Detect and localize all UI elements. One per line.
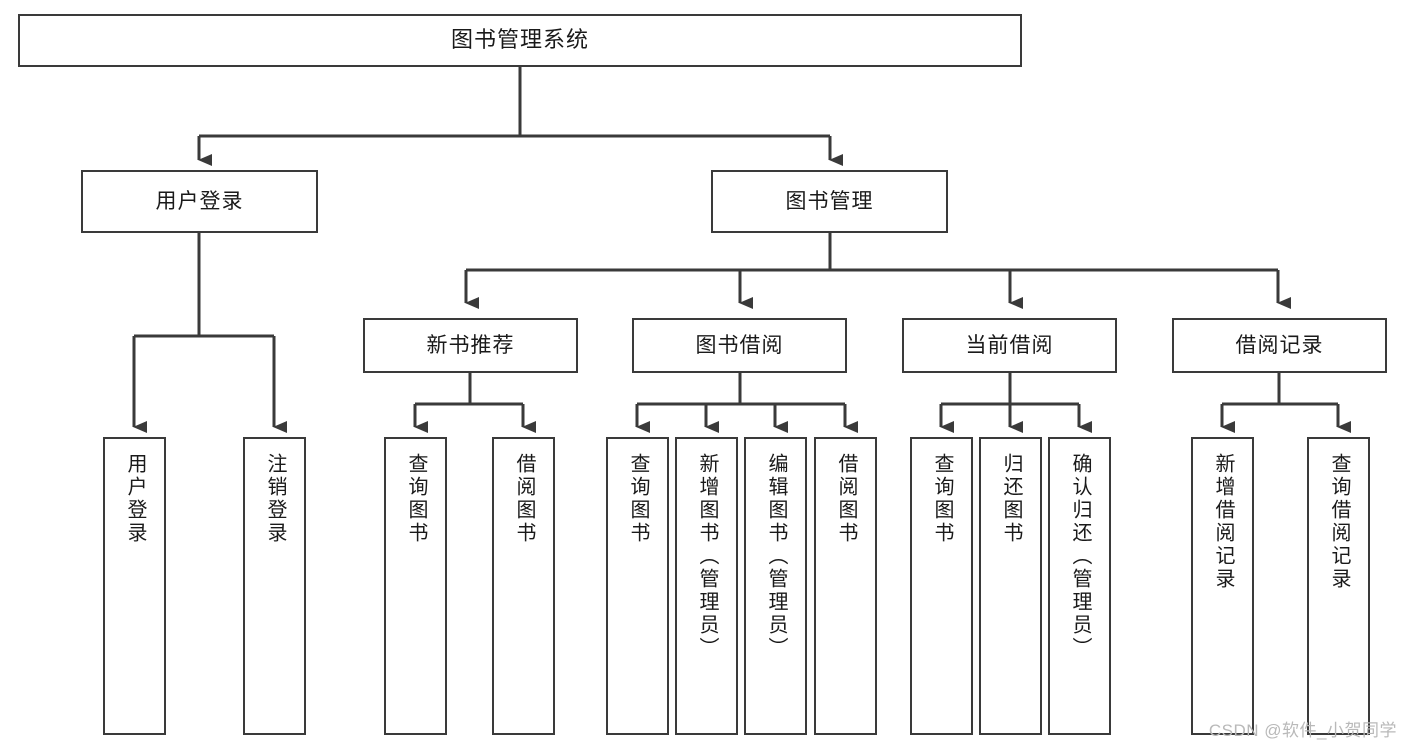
- leaf-edit-book[interactable]: 编辑图书（管理员）: [744, 437, 807, 735]
- leaf-borrow-book-2[interactable]: 借阅图书: [814, 437, 877, 735]
- node-label: 借阅图书: [835, 453, 857, 545]
- leaf-query-record[interactable]: 查询借阅记录: [1307, 437, 1370, 735]
- leaf-user-login[interactable]: 用户登录: [103, 437, 166, 735]
- node-label: 查询图书: [405, 453, 427, 545]
- node-label: 借阅图书: [513, 453, 535, 545]
- node-label: 确认归还（管理员）: [1069, 453, 1091, 660]
- leaf-logout[interactable]: 注销登录: [243, 437, 306, 735]
- node-label: 注销登录: [264, 453, 286, 545]
- node-label: 新增借阅记录: [1212, 453, 1234, 591]
- node-label: 图书管理: [785, 189, 874, 213]
- watermark: CSDN @软件_小贺同学: [1208, 721, 1397, 740]
- node-label: 编辑图书（管理员）: [765, 453, 787, 660]
- leaf-add-record[interactable]: 新增借阅记录: [1191, 437, 1254, 735]
- leaf-return-book[interactable]: 归还图书: [979, 437, 1042, 735]
- node-label: 借阅记录: [1235, 333, 1324, 357]
- node-book-borrow[interactable]: 图书借阅: [632, 318, 847, 373]
- node-label: 新书推荐: [426, 333, 515, 357]
- node-book-manage[interactable]: 图书管理: [711, 170, 948, 233]
- leaf-add-book[interactable]: 新增图书（管理员）: [675, 437, 738, 735]
- node-label: 用户登录: [124, 453, 146, 545]
- leaf-query-book-1[interactable]: 查询图书: [384, 437, 447, 735]
- leaf-confirm-return[interactable]: 确认归还（管理员）: [1048, 437, 1111, 735]
- node-label: 用户登录: [155, 189, 244, 213]
- node-label: 图书借阅: [695, 333, 784, 357]
- node-label: 新增图书（管理员）: [696, 453, 718, 660]
- leaf-borrow-book-1[interactable]: 借阅图书: [492, 437, 555, 735]
- node-borrow-record[interactable]: 借阅记录: [1172, 318, 1387, 373]
- leaf-query-book-2[interactable]: 查询图书: [606, 437, 669, 735]
- node-label: 查询图书: [931, 453, 953, 545]
- leaf-query-book-3[interactable]: 查询图书: [910, 437, 973, 735]
- node-label: 查询图书: [627, 453, 649, 545]
- node-user-login[interactable]: 用户登录: [81, 170, 318, 233]
- node-label: 归还图书: [1000, 453, 1022, 545]
- node-new-book-recommend[interactable]: 新书推荐: [363, 318, 578, 373]
- node-label: 查询借阅记录: [1328, 453, 1350, 591]
- node-root-system[interactable]: 图书管理系统: [18, 14, 1022, 67]
- node-label: 当前借阅: [965, 333, 1054, 357]
- node-current-borrow[interactable]: 当前借阅: [902, 318, 1117, 373]
- node-label: 图书管理系统: [450, 27, 589, 53]
